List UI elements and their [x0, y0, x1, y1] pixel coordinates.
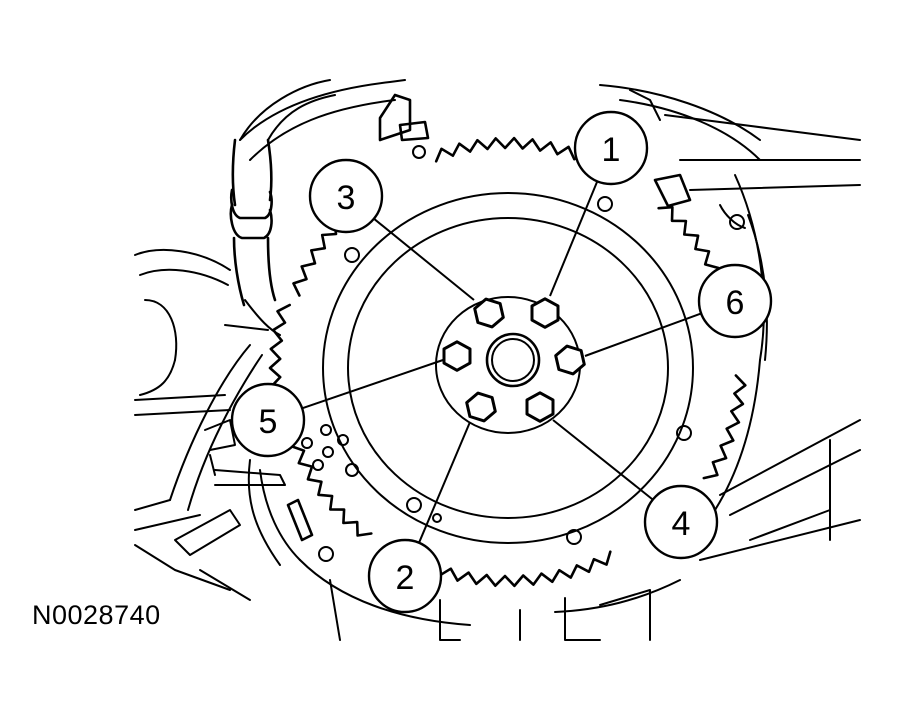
bolt-top-left-hex [473, 297, 505, 329]
callout-number: 5 [259, 403, 278, 441]
figure-identifier: N0028740 [32, 600, 161, 630]
leader-line-6 [584, 312, 702, 357]
leader-line-1 [549, 180, 599, 297]
bolt-left-hex [442, 340, 472, 372]
callout-6: 6 [697, 263, 773, 339]
callout-number: 6 [726, 284, 745, 322]
callout-circle [230, 382, 306, 458]
gear-tooth-segment [437, 550, 612, 588]
flexplate-holes [301, 145, 745, 562]
leader-line-2 [418, 421, 471, 544]
callout-2: 2 [367, 538, 443, 614]
hose-pipe [229, 79, 336, 307]
callout-number: 2 [396, 559, 415, 597]
callout-number: 3 [337, 179, 356, 217]
bolt-bottom-left-hex [465, 391, 497, 423]
leader-lines [301, 180, 702, 544]
callout-circle [367, 538, 443, 614]
engine-housing-outline [214, 79, 861, 641]
callout-number: 4 [672, 505, 691, 543]
callout-circle [308, 158, 384, 234]
leader-line-3 [373, 217, 475, 301]
leader-line-4 [552, 419, 654, 501]
leader-line-5 [301, 359, 444, 410]
callouts: 1 2 3 4 5 6 [230, 110, 773, 614]
crankshaft-center-hole [485, 332, 541, 388]
callout-3: 3 [308, 158, 384, 234]
flexplate-body [322, 192, 694, 544]
bolt-top-right-hex [530, 297, 560, 329]
callout-circle [573, 110, 649, 186]
callout-number: 1 [602, 131, 621, 169]
gear-tooth-segment [434, 136, 576, 163]
housing-details [398, 120, 746, 229]
callout-circle [697, 263, 773, 339]
bolt-right-hex [554, 344, 586, 376]
callout-circle [643, 484, 719, 560]
bolts [442, 297, 586, 423]
gear-tooth-segment [702, 374, 747, 480]
callout-1: 1 [573, 110, 649, 186]
gear-tooth-segment [283, 427, 373, 537]
bolt-bottom-right-hex [525, 391, 555, 423]
left-structure-lines [134, 249, 281, 601]
callout-4: 4 [643, 484, 719, 560]
callout-5: 5 [230, 382, 306, 458]
